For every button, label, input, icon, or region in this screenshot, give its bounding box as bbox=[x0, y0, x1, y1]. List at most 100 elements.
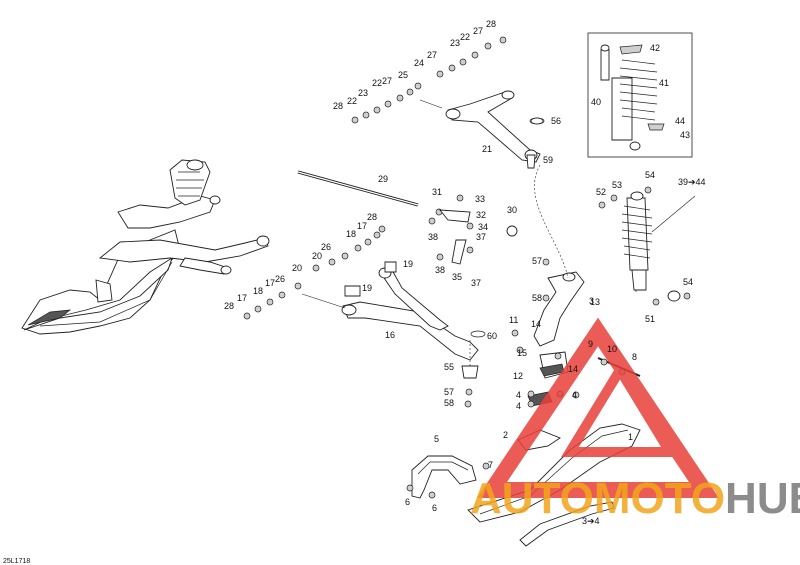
callout-label-c19b: 19 bbox=[362, 283, 372, 293]
callout-label-c54a: 54 bbox=[645, 170, 655, 180]
callout-label-c27c: 27 bbox=[473, 26, 483, 36]
callout-label-c23a: 23 bbox=[358, 88, 368, 98]
hardware-stack-lower-left bbox=[243, 282, 346, 320]
callout-label-c28d: 28 bbox=[486, 19, 496, 29]
callout-label-c29: 29 bbox=[378, 174, 388, 184]
callout-label-c27b: 27 bbox=[427, 50, 437, 60]
callout-label-c20b: 20 bbox=[312, 251, 322, 261]
callout-label-c57b: 57 bbox=[444, 387, 454, 397]
callout-label-c24: 24 bbox=[414, 58, 424, 68]
watermark-word-moto: MOTO bbox=[594, 474, 725, 523]
callout-label-c23b: 23 bbox=[450, 38, 460, 48]
watermark-word: AUTOMOTOHUB bbox=[470, 474, 800, 523]
callout-label-c4c: 4 bbox=[572, 390, 577, 400]
ski-handle-5 bbox=[411, 455, 477, 499]
callout-label-c13: 13 bbox=[590, 297, 600, 307]
shock-exploded-box bbox=[587, 32, 693, 158]
callout-label-c38a: 38 bbox=[428, 232, 438, 242]
drawing-reference-code: 25L1718 bbox=[3, 558, 30, 565]
rod-29 bbox=[297, 170, 419, 207]
callout-label-c34arrow: 3➔4 bbox=[582, 516, 600, 526]
callout-label-c35: 35 bbox=[452, 272, 462, 282]
callout-label-c27a: 27 bbox=[382, 76, 392, 86]
callout-label-c22a: 22 bbox=[347, 96, 357, 106]
callout-label-c21: 21 bbox=[482, 144, 492, 154]
callout-label-c18b: 18 bbox=[346, 229, 356, 239]
hardware-misc bbox=[344, 117, 691, 499]
callout-label-c4a: 4 bbox=[516, 390, 521, 400]
callout-label-c58b: 58 bbox=[444, 398, 454, 408]
callout-label-c11: 11 bbox=[509, 315, 518, 325]
callout-label-c37b: 37 bbox=[471, 278, 481, 288]
callout-label-c12: 12 bbox=[513, 371, 523, 381]
callout-label-c6a: 6 bbox=[405, 497, 410, 507]
callout-label-c56: 56 bbox=[551, 116, 561, 126]
callout-label-c44: 44 bbox=[675, 116, 685, 126]
callout-label-c3944: 39➔44 bbox=[678, 177, 706, 187]
hardware-stack-upper-left bbox=[312, 225, 386, 272]
callout-label-c4b: 4 bbox=[516, 401, 521, 411]
lower-a-arm-16 bbox=[341, 267, 486, 361]
callout-label-c15: 15 bbox=[517, 348, 527, 358]
callout-label-c58a: 58 bbox=[532, 293, 542, 303]
callout-label-c26b: 26 bbox=[321, 242, 331, 252]
shock-absorber-39 bbox=[621, 191, 696, 302]
callout-label-c32: 32 bbox=[476, 210, 486, 220]
callout-label-c37a: 37 bbox=[476, 232, 486, 242]
callout-label-c53: 53 bbox=[612, 180, 622, 190]
callout-label-c14a: 14 bbox=[531, 319, 541, 329]
callout-label-c17c: 17 bbox=[357, 221, 367, 231]
callout-label-c10: 10 bbox=[607, 344, 617, 354]
watermark-word-auto: AUTO bbox=[470, 474, 594, 523]
callout-label-c52: 52 bbox=[596, 187, 606, 197]
callout-label-c51: 51 bbox=[645, 314, 655, 324]
callout-label-c42: 42 bbox=[650, 43, 660, 53]
callout-label-c7: 7 bbox=[488, 460, 493, 470]
callout-label-c33: 33 bbox=[475, 194, 485, 204]
callout-label-c55: 55 bbox=[444, 362, 454, 372]
callout-label-c8: 8 bbox=[632, 352, 637, 362]
callout-label-c41: 41 bbox=[659, 78, 669, 88]
callout-label-c1: 1 bbox=[628, 432, 633, 442]
callout-label-c34: 34 bbox=[478, 222, 488, 232]
callout-label-c17b: 17 bbox=[265, 278, 275, 288]
callout-label-c54b: 54 bbox=[683, 277, 693, 287]
dashed-assembly-line bbox=[534, 164, 569, 279]
watermark-triangle-large bbox=[476, 317, 720, 498]
callout-label-c22c: 22 bbox=[460, 32, 470, 42]
callout-label-c31: 31 bbox=[432, 187, 442, 197]
overview-front-suspension-assembly bbox=[21, 159, 270, 335]
callout-label-c19a: 19 bbox=[403, 259, 413, 269]
callout-label-c2: 2 bbox=[503, 430, 508, 440]
callout-label-c17a: 17 bbox=[237, 293, 247, 303]
callout-label-c9: 9 bbox=[588, 339, 593, 349]
callout-label-c30: 30 bbox=[507, 205, 517, 215]
callout-label-c43: 43 bbox=[680, 130, 690, 140]
callout-label-c22b: 22 bbox=[372, 78, 382, 88]
callout-label-c5: 5 bbox=[434, 434, 439, 444]
callout-label-c20a: 20 bbox=[292, 263, 302, 273]
watermark-logo bbox=[476, 317, 720, 498]
watermark-word-hub: HUB bbox=[725, 474, 800, 523]
callout-label-c26a: 26 bbox=[275, 274, 285, 284]
upper-a-arm-21 bbox=[445, 90, 544, 169]
callout-label-c14b: 14 bbox=[568, 364, 578, 374]
callout-label-c18a: 18 bbox=[253, 286, 263, 296]
callout-label-c28a: 28 bbox=[224, 301, 234, 311]
callout-label-c40: 40 bbox=[591, 97, 601, 107]
callout-label-c28b: 28 bbox=[333, 101, 343, 111]
hardware-stack-upper bbox=[351, 36, 507, 124]
callout-label-c16: 16 bbox=[385, 330, 395, 340]
callout-label-c60: 60 bbox=[487, 331, 497, 341]
callout-label-c38b: 38 bbox=[435, 265, 445, 275]
watermark-triangle-small bbox=[561, 360, 679, 457]
callout-label-c6b: 6 bbox=[432, 503, 437, 513]
callout-label-c57a: 57 bbox=[532, 256, 542, 266]
callout-label-c3: 3 bbox=[589, 296, 594, 306]
callout-label-c25: 25 bbox=[398, 70, 408, 80]
callout-label-c28c: 28 bbox=[367, 212, 377, 222]
callout-label-c59: 59 bbox=[543, 155, 553, 165]
